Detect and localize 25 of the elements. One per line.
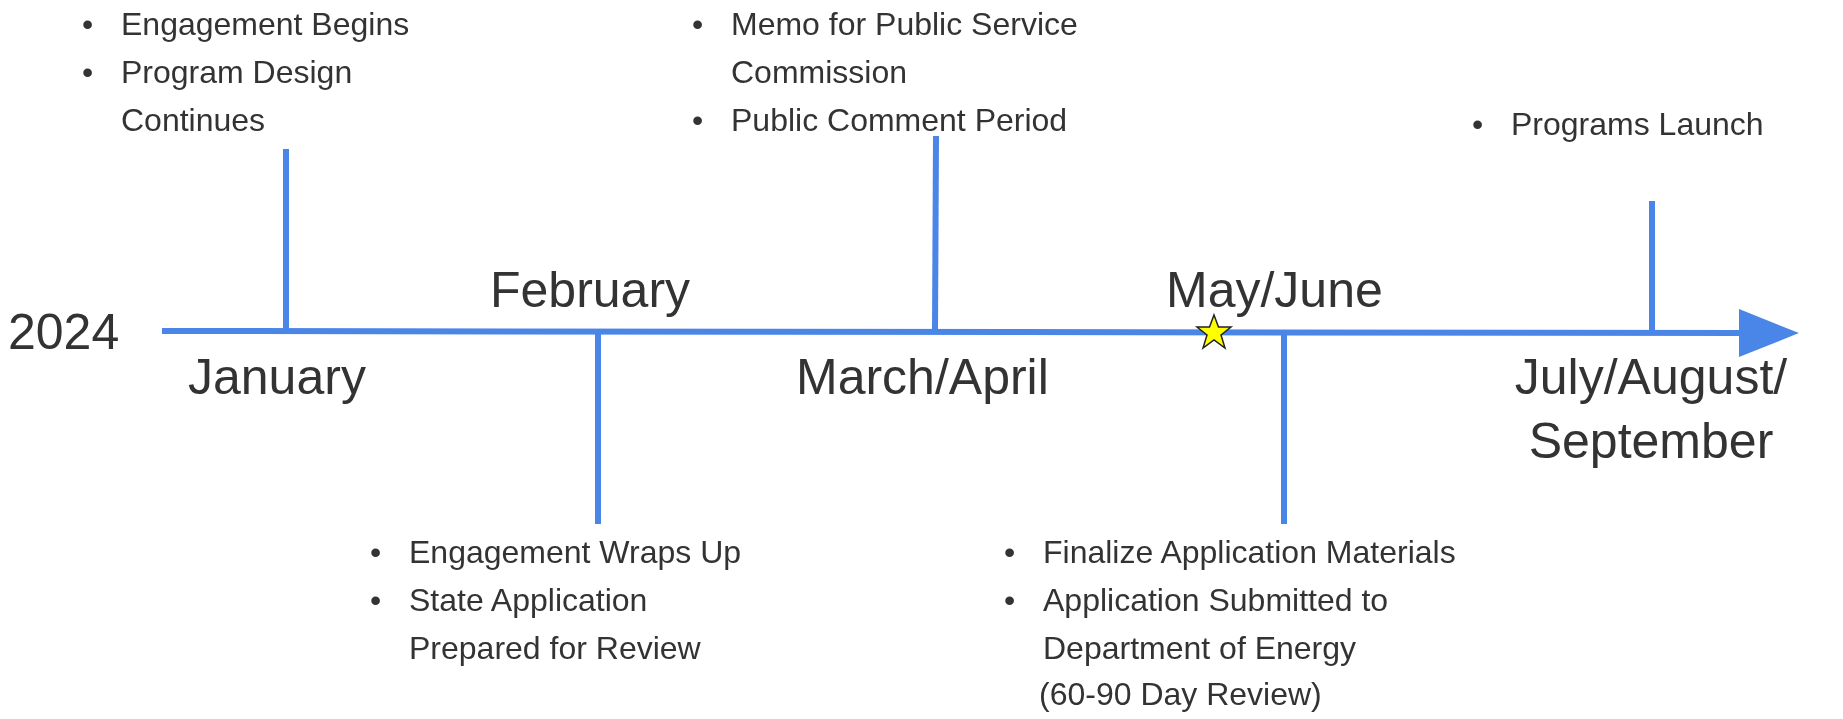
bullet-item: Memo for Public Service Commission	[731, 5, 1079, 92]
bullet-item: Finalize Application Materials	[1043, 533, 1457, 572]
bullet-item: Programs Launch	[1511, 105, 1765, 144]
month-label: March/April	[796, 348, 1049, 407]
bullet-marker: •	[370, 581, 383, 620]
bullet-item: Engagement Begins	[121, 5, 411, 44]
bullet-marker: •	[692, 101, 705, 140]
bullet-marker: •	[1004, 581, 1017, 620]
bullet-marker: •	[82, 5, 95, 44]
year-label: 2024	[8, 303, 120, 362]
bullet-item: State Application Prepared for Review	[409, 581, 702, 668]
month-label: February	[490, 261, 691, 320]
bullet-item: Application Submitted to Department of Energy	[1043, 581, 1390, 668]
bullet-marker: •	[1472, 105, 1485, 144]
month-label: July/August/ September	[1513, 348, 1789, 471]
bullet-marker: •	[1004, 533, 1017, 572]
bullet-marker: •	[370, 533, 383, 572]
month-label: May/June	[1166, 261, 1383, 320]
bullet-item: Engagement Wraps Up	[409, 533, 743, 572]
bullet-item: Program Design Continues	[121, 53, 354, 140]
month-label: January	[188, 348, 366, 407]
bullet-marker: •	[692, 5, 705, 44]
note-text: (60-90 Day Review)	[1039, 675, 1322, 714]
bullet-marker: •	[82, 53, 95, 92]
bullet-item: Public Comment Period	[731, 101, 1069, 140]
